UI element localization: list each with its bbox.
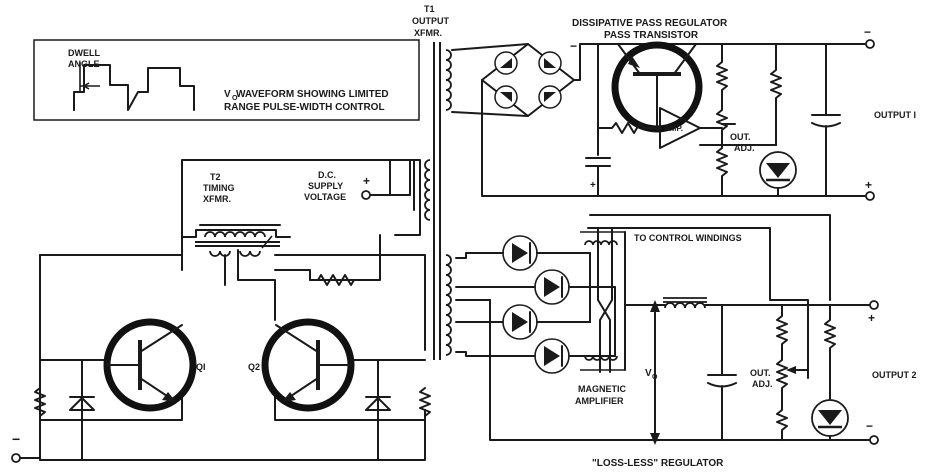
magnetic-label-1: MAGNETIC	[578, 384, 626, 394]
waveform-inset: DWELL ANGLE V O WAVEFORM SHOWING LIMITED…	[33, 39, 420, 121]
out-adj2-label-1: OUT.	[750, 368, 771, 378]
cap-plus-sign: +	[590, 180, 596, 191]
output1-bridge-minus: −	[570, 39, 577, 53]
zener-bias-resistor	[770, 43, 782, 146]
output1-minus-sign: −	[864, 25, 871, 39]
vo-label-sub: O	[652, 374, 658, 381]
dwell-label-1: DWELL	[68, 48, 100, 58]
t1-label-1: T1	[424, 4, 435, 14]
output2-plus-sign: +	[868, 311, 875, 325]
q1-label: QI	[196, 362, 206, 372]
t1-label-3: XFMR.	[414, 28, 442, 38]
output2-label: OUTPUT 2	[872, 370, 917, 380]
t2-upper-coil	[204, 231, 266, 238]
output1-bridge-rectifier	[481, 43, 575, 117]
input-minus-sign: −	[12, 431, 20, 447]
output1-bottom-rail	[481, 79, 866, 197]
output1-filter-cap	[811, 43, 841, 197]
t2-lower-coil	[209, 250, 261, 257]
output1-reference-zener	[759, 151, 797, 197]
output2-filter-cap	[707, 304, 737, 441]
output2-zener-resistor	[824, 304, 836, 401]
dissipative-title: DISSIPATIVE PASS REGULATOR	[572, 18, 728, 29]
control-winding-feed	[587, 227, 809, 379]
output2-return-rail	[489, 299, 871, 441]
dc-label-2: SUPPLY	[308, 181, 343, 191]
t1-secondary-1-coil	[445, 49, 452, 111]
output2-rectifier-diodes	[502, 235, 570, 374]
dc-supply-terminal	[361, 190, 371, 200]
t1-label-2: OUTPUT	[412, 16, 450, 26]
t1-secondary-2-coil	[445, 254, 452, 356]
output2-positive-terminal	[869, 300, 879, 310]
input-negative-terminal	[11, 453, 21, 463]
output2-reference-zener	[811, 399, 849, 441]
t1-output-transformer: T1 OUTPUT XFMR.	[412, 4, 452, 360]
output1-plus-sign: +	[865, 178, 872, 192]
waveform-box	[33, 39, 420, 121]
waveform-caption-v: V	[224, 89, 231, 100]
waveform-caption-2: RANGE PULSE-WIDTH CONTROL	[224, 102, 385, 113]
output2-negative-terminal	[869, 435, 879, 445]
pass-transistor-label: PASS TRANSISTOR	[604, 30, 699, 41]
inverter-top-wire	[39, 159, 421, 256]
q2-bias-resistor	[419, 387, 431, 417]
waveform-caption-1: WAVEFORM SHOWING LIMITED	[236, 89, 389, 100]
output1-adjust-divider	[716, 43, 728, 197]
output2-minus-sign: −	[866, 419, 873, 433]
dc-plus-sign: +	[363, 174, 370, 188]
feedback-resistor	[309, 274, 363, 286]
dwell-label-2: ANGLE	[68, 59, 100, 69]
pass-transistor	[611, 41, 703, 133]
output1-positive-terminal	[865, 191, 875, 201]
magnetic-label-2: AMPLIFIER	[575, 396, 624, 406]
dc-label-3: VOLTAGE	[304, 192, 346, 202]
waveform-caption-sub: O	[232, 95, 238, 102]
output1-negative-terminal	[865, 39, 875, 49]
out-adj1-label-1: OUT.	[730, 132, 751, 142]
error-amplifier	[659, 107, 701, 149]
to-control-windings-label: TO CONTROL WINDINGS	[634, 233, 742, 243]
dc-label-1: D.C.	[318, 170, 336, 180]
out-adj1-label-2: ADJ.	[734, 143, 755, 153]
output1-dissipative-regulator: DISSIPATIVE PASS REGULATOR PASS TRANSIST…	[451, 18, 916, 201]
t2-label-1: T2	[210, 172, 221, 182]
q1-clamp-diode	[69, 394, 95, 411]
lossless-label: "LOSS-LESS" REGULATOR	[592, 458, 724, 469]
q2-label: Q2	[248, 362, 260, 372]
t2-timing-transformer: T2 TIMING XFMR.	[195, 172, 281, 257]
inverter-section: T2 TIMING XFMR. D.C. SUPPLY VOLTAGE + QI	[11, 159, 431, 463]
q1-bias-resistor	[34, 387, 46, 417]
q1-transistor: QI	[103, 318, 206, 412]
vo-label: V	[645, 368, 652, 379]
output2-filter-choke	[664, 302, 706, 309]
output2-lossless-regulator: TO CONTROL WINDINGS MAGNETIC	[455, 214, 917, 469]
output2-adjust-divider	[776, 304, 788, 441]
t2-label-3: XFMR.	[203, 194, 231, 204]
q2-clamp-diode	[365, 396, 391, 411]
q2-transistor: Q2	[248, 318, 355, 412]
vo-waveform	[73, 64, 195, 111]
amp-label: AMP.	[664, 124, 683, 133]
output1-label: OUTPUT I	[874, 110, 916, 120]
out-adj2-label-2: ADJ.	[752, 379, 773, 389]
magnetic-amplifier	[580, 227, 626, 373]
t1-primary-coil	[424, 159, 431, 221]
t2-label-2: TIMING	[203, 183, 235, 193]
base-resistor	[597, 122, 661, 134]
output1-filter-cap-left	[585, 43, 611, 197]
